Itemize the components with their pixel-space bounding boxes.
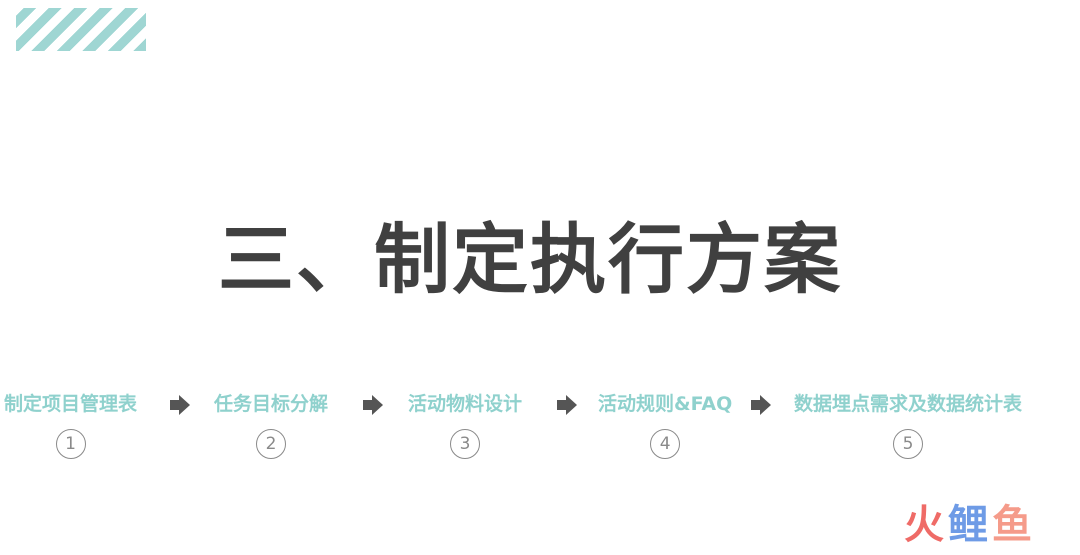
process-steps: 制定项目管理表 1 任务目标分解 2 活动物料设计 3 活动规则&FAQ 4 数… [0, 390, 1080, 470]
step-number: 1 [55, 429, 86, 459]
page-title: 三、制定执行方案 [218, 215, 842, 304]
logo-char: 鱼 [992, 502, 1032, 548]
step-label: 活动物料设计 [408, 393, 523, 415]
logo-char: 火 [904, 502, 944, 548]
step-number: 4 [650, 429, 681, 459]
right-arrow-icon [363, 395, 383, 415]
step-5: 数据埋点需求及数据统计表 5 [794, 390, 1022, 459]
step-number: 3 [450, 429, 480, 459]
step-4: 活动规则&FAQ 4 [598, 390, 732, 459]
stripe-decoration [16, 8, 146, 51]
right-arrow-icon [170, 395, 190, 415]
logo-char: 鲤 [948, 502, 988, 548]
step-number: 5 [893, 429, 923, 459]
step-1: 制定项目管理表 1 [4, 390, 137, 459]
step-label: 活动规则&FAQ [598, 393, 733, 415]
right-arrow-icon [557, 395, 577, 415]
logo: 火 鲤 鱼 [904, 505, 1032, 545]
step-2: 任务目标分解 2 [214, 390, 328, 459]
step-number: 2 [256, 429, 286, 459]
step-label: 制定项目管理表 [4, 393, 138, 415]
right-arrow-icon [751, 395, 771, 415]
step-label: 数据埋点需求及数据统计表 [794, 393, 1023, 415]
step-label: 任务目标分解 [214, 393, 329, 415]
step-3: 活动物料设计 3 [408, 390, 522, 459]
